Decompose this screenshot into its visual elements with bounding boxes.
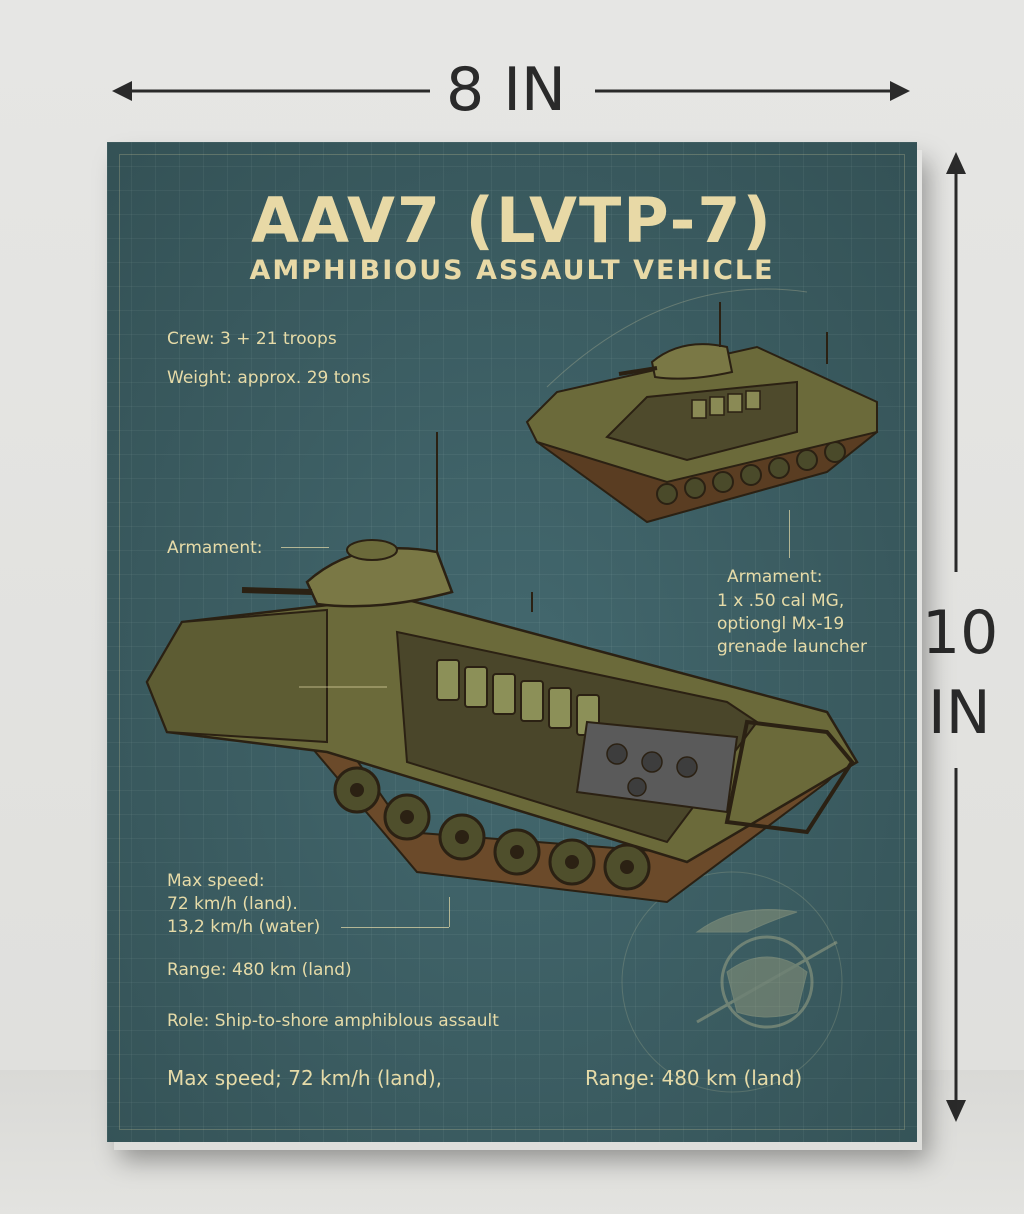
poster: AAV7 (LVTP-7) AMPHIBIOUS ASSAULT VEHICLE…	[107, 142, 917, 1142]
armament-right-leader-line	[789, 510, 790, 558]
spec-max-speed-water: 13,2 km/h (water)	[167, 917, 321, 937]
height-label-unit: IN	[928, 678, 991, 748]
width-dimension-arrow	[112, 81, 910, 101]
spec-weight: Weight: approx. 29 tons	[167, 368, 371, 388]
footer-range: Range: 480 km (land)	[585, 1066, 803, 1090]
poster-border	[119, 154, 905, 1130]
spec-armament-right-title: Armament:	[727, 567, 823, 587]
aav7-cutaway-small	[525, 302, 879, 524]
spec-armament-right-line3: grenade launcher	[717, 637, 867, 657]
spec-armament-left: Armament:	[167, 538, 263, 558]
spec-range: Range: 480 km (land)	[167, 960, 352, 980]
spec-role: Role: Ship-to-shore amphiblous assault	[167, 1011, 499, 1031]
speed-leader-line	[341, 927, 449, 928]
spec-armament-right-line1: 1 x .50 cal MG,	[717, 591, 845, 611]
spec-max-speed-land: 72 km/h (land).	[167, 894, 298, 914]
poster-subtitle: AMPHIBIOUS ASSAULT VEHICLE	[249, 255, 775, 286]
poster-title: AAV7 (LVTP-7)	[251, 184, 773, 257]
armament-leader-line	[281, 547, 329, 548]
spec-crew: Crew: 3 + 21 troops	[167, 329, 337, 349]
usmc-emblem	[695, 909, 838, 1029]
footer-max-speed: Max speed; 72 km/h (land),	[167, 1066, 443, 1090]
width-label: 8 IN	[446, 55, 566, 125]
height-label-number: 10	[922, 598, 999, 668]
speed-leader-vertical	[449, 897, 450, 927]
aav7-cutaway-large	[145, 432, 859, 904]
spec-armament-right-line2: optiongl Mx-19	[717, 614, 845, 634]
decorative-arc	[546, 288, 843, 1093]
spec-max-speed-title: Max speed:	[167, 871, 265, 891]
